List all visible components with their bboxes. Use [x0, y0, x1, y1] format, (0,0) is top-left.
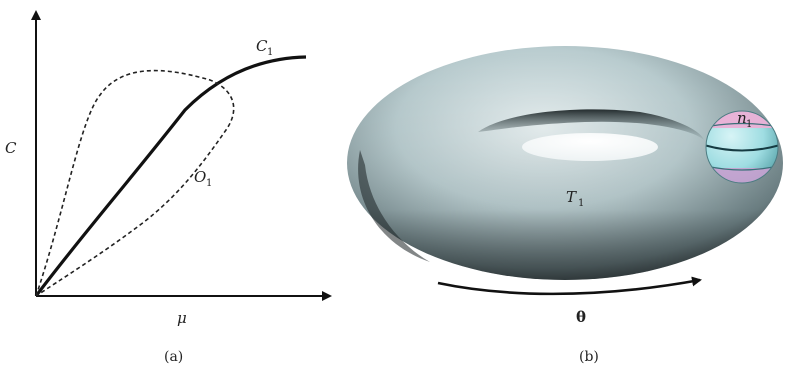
torus-left-shadow — [358, 150, 430, 262]
label-o1-name: O — [194, 168, 206, 186]
sphere-body — [706, 111, 778, 183]
label-n1-name: n — [737, 109, 747, 127]
y-axis-label: C — [5, 139, 17, 157]
label-o1: O 1 — [194, 168, 212, 189]
torus-hole — [522, 133, 658, 161]
torus-shade — [347, 46, 783, 280]
caption-b: (b) — [579, 349, 599, 365]
curve-c1 — [34, 55, 307, 297]
curve-o1 — [35, 69, 235, 297]
label-n1: n 1 — [737, 109, 752, 130]
torus — [347, 46, 783, 280]
label-c1: C 1 — [256, 37, 273, 58]
theta-arrow — [437, 276, 702, 296]
theta-label: θ — [576, 308, 586, 326]
panel-b: n 1 T 1 θ (b) — [347, 46, 783, 365]
torus-inner-shadow — [478, 109, 704, 140]
label-c1-name: C — [256, 37, 268, 55]
sphere-outline — [705, 110, 779, 184]
label-n1-subscript: 1 — [746, 119, 752, 130]
label-c1-subscript: 1 — [267, 47, 273, 58]
sphere: n 1 — [705, 109, 779, 184]
label-o1-subscript: 1 — [206, 178, 212, 189]
panel-a: C μ C 1 O 1 (a) — [5, 10, 332, 365]
sphere-equator — [706, 144, 778, 152]
label-t1: T 1 — [566, 188, 584, 209]
label-t1-subscript: 1 — [578, 198, 584, 209]
x-axis-label: μ — [177, 309, 187, 327]
label-t1-name: T — [566, 188, 577, 206]
caption-a: (a) — [164, 349, 183, 365]
